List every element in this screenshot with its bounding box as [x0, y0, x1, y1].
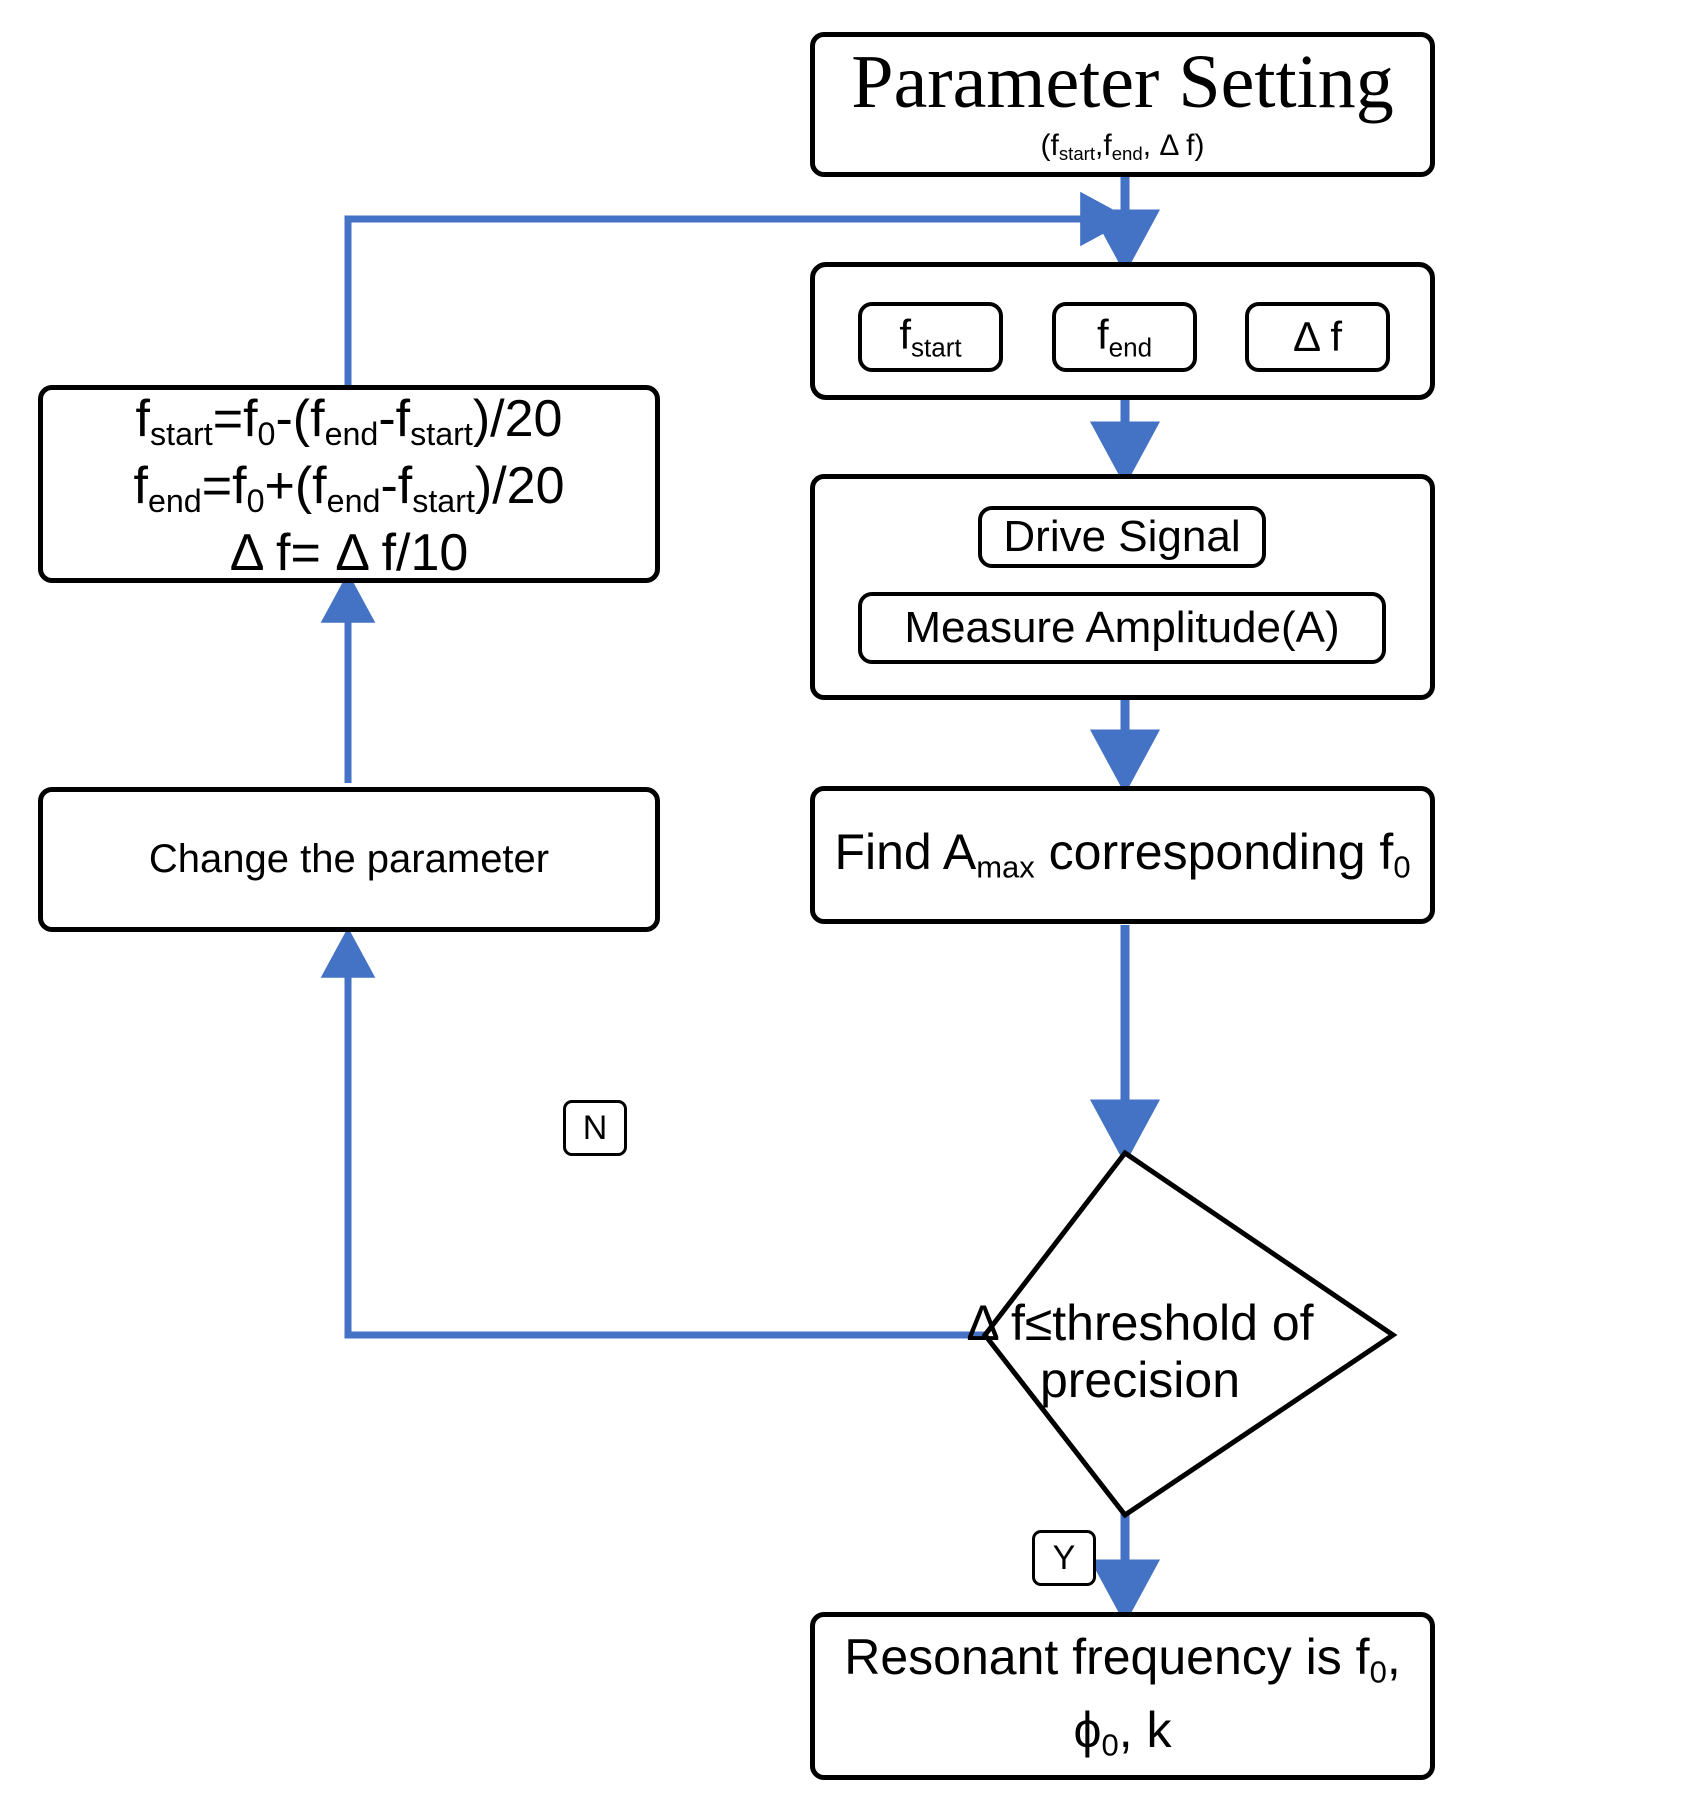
result-line1-pre: Resonant frequency is f	[844, 1628, 1370, 1685]
f2-a-sub: end	[326, 482, 381, 519]
f-start-base: f	[899, 310, 912, 358]
drive-signal-label: Drive Signal	[1003, 512, 1241, 561]
find-amax-sub2: 0	[1393, 850, 1411, 886]
parameter-setting-title: Parameter Setting	[851, 40, 1394, 125]
formula-line-2: fend=f0+(fend-fstart)/20	[133, 458, 564, 519]
f2-b-sub: start	[412, 482, 475, 519]
f2-tail: )/20	[474, 456, 565, 515]
f1-tail: )/20	[472, 390, 563, 449]
caption-sub-end: end	[1111, 143, 1143, 165]
f1-mid: -f	[378, 390, 411, 449]
edge-label-no: N	[563, 1100, 627, 1156]
edge-label-no-text: N	[582, 1108, 608, 1147]
find-amax-pre: Find A	[834, 824, 977, 881]
formula-line-3: Δ f= Δ f/10	[229, 523, 469, 582]
f1-b-sub: start	[410, 416, 473, 453]
f2-eq: =f	[201, 456, 247, 515]
param-box-delta-f[interactable]: Δ f	[1245, 302, 1390, 372]
f-end-base: f	[1096, 310, 1109, 358]
find-amax-sub: max	[976, 850, 1035, 886]
param-f-end-label: fend	[1097, 311, 1152, 363]
f2-lhs: f	[133, 456, 148, 515]
edge-label-yes-text: Y	[1052, 1538, 1076, 1577]
result-line2-pre: ϕ	[1073, 1702, 1102, 1758]
param-f-start-label: fstart	[899, 311, 961, 363]
decision-line-2: precision	[1039, 1352, 1241, 1408]
node-parameter-setting[interactable]: Parameter Setting (fstart,fend, Δ f)	[810, 32, 1435, 177]
node-find-amax[interactable]: Find Amax corresponding f0	[810, 786, 1435, 924]
f2-mid: -f	[380, 456, 413, 515]
edge-decision-no-to-change	[320, 927, 985, 1339]
node-change-parameter[interactable]: Change the parameter	[38, 787, 660, 932]
result-line1-post: ,	[1386, 1628, 1401, 1685]
result-line-2: ϕ0, k	[1073, 1703, 1171, 1762]
f-start-sub: start	[911, 332, 962, 363]
param-box-f-end[interactable]: fend	[1052, 302, 1197, 372]
f2-lhs-sub: end	[147, 482, 202, 519]
f1-lhs-sub: start	[150, 416, 213, 453]
f1-eq: =f	[212, 390, 258, 449]
f1-op: -(f	[275, 390, 325, 449]
caption-prefix: (f	[1040, 129, 1059, 163]
param-box-f-start[interactable]: fstart	[858, 302, 1003, 372]
formula-line-1: fstart=f0-(fend-fstart)/20	[136, 391, 563, 452]
caption-sub-start: start	[1058, 143, 1096, 165]
f-end-sub: end	[1108, 332, 1153, 363]
result-line-1: Resonant frequency is f0,	[844, 1630, 1400, 1689]
change-parameter-label: Change the parameter	[148, 836, 550, 881]
node-formula-box[interactable]: fstart=f0-(fend-fstart)/20 fend=f0+(fend…	[38, 385, 660, 583]
decision-label: Δ f≤threshold of precision	[880, 1295, 1400, 1409]
caption-suffix: , Δ f)	[1142, 129, 1205, 163]
measure-amplitude-label: Measure Amplitude(A)	[904, 603, 1340, 652]
f1-lhs: f	[135, 390, 150, 449]
parameter-setting-caption: (fstart,fend, Δ f)	[1041, 130, 1205, 164]
f1-a-sub: end	[324, 416, 379, 453]
f2-f0-sub: 0	[246, 482, 265, 519]
find-amax-post: corresponding f	[1034, 824, 1394, 881]
result-line2-post: , k	[1118, 1702, 1172, 1758]
f2-op: +(f	[264, 456, 327, 515]
param-delta-f-label: Δ f	[1292, 313, 1343, 360]
drive-signal-box[interactable]: Drive Signal	[978, 506, 1266, 568]
edge-label-yes: Y	[1032, 1530, 1096, 1586]
measure-amplitude-box[interactable]: Measure Amplitude(A)	[858, 592, 1386, 664]
result-line1-sub: 0	[1369, 1654, 1387, 1690]
decision-line-1: Δ f≤threshold of	[966, 1295, 1314, 1351]
f1-f0-sub: 0	[257, 416, 276, 453]
caption-mid: ,f	[1095, 129, 1112, 163]
find-amax-label: Find Amax corresponding f0	[834, 825, 1410, 884]
result-line2-sub: 0	[1101, 1727, 1119, 1763]
node-result[interactable]: Resonant frequency is f0, ϕ0, k	[810, 1612, 1435, 1780]
